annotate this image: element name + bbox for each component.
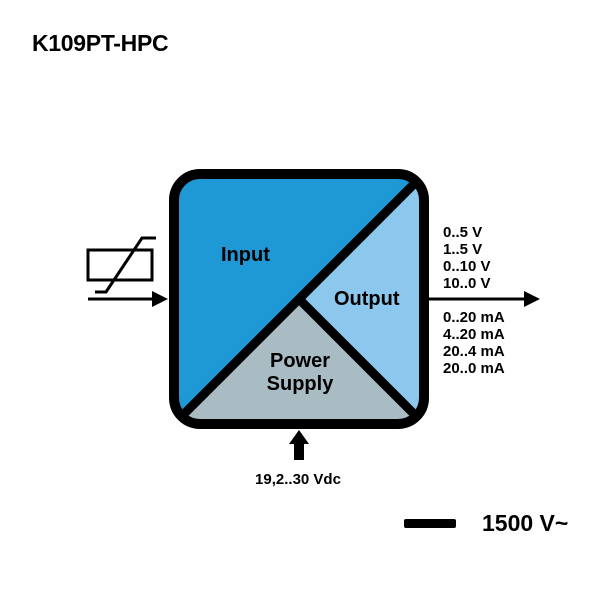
converter-box [169, 169, 429, 429]
page-title: K109PT-HPC [32, 30, 169, 56]
output-region [300, 174, 424, 424]
output-range-label: 10..0 V [443, 275, 491, 292]
output-range-label: 0..10 V [443, 258, 491, 275]
isolation-bar-icon [404, 519, 456, 528]
output-range-label: 0..5 V [443, 224, 482, 241]
output-range-label: 0..20 mA [443, 309, 505, 326]
power-label-line2: Supply [267, 373, 335, 395]
divider-power-right [296, 296, 422, 422]
rtd-sensor-icon [86, 236, 156, 294]
output-label: Output [334, 288, 400, 310]
power-supply-region [174, 300, 424, 424]
power-label-line1: Power [270, 350, 330, 372]
input-arrow-icon [88, 291, 168, 307]
supply-voltage-label: 19,2..30 Vdc [255, 471, 341, 488]
divider-diagonal [176, 176, 422, 422]
isolation-voltage: 1500 V~ [482, 510, 569, 536]
output-ranges: 0..5 V 1..5 V 0..10 V 10..0 V 0..20 mA 4… [443, 224, 505, 377]
output-arrow-icon [429, 291, 540, 307]
input-label: Input [221, 244, 270, 266]
output-range-label: 20..0 mA [443, 360, 505, 377]
output-range-label: 4..20 mA [443, 326, 505, 343]
supply-arrow-icon [289, 430, 309, 460]
output-range-label: 20..4 mA [443, 343, 505, 360]
isolation-rating: 1500 V~ [404, 510, 568, 537]
output-range-label: 1..5 V [443, 241, 482, 258]
